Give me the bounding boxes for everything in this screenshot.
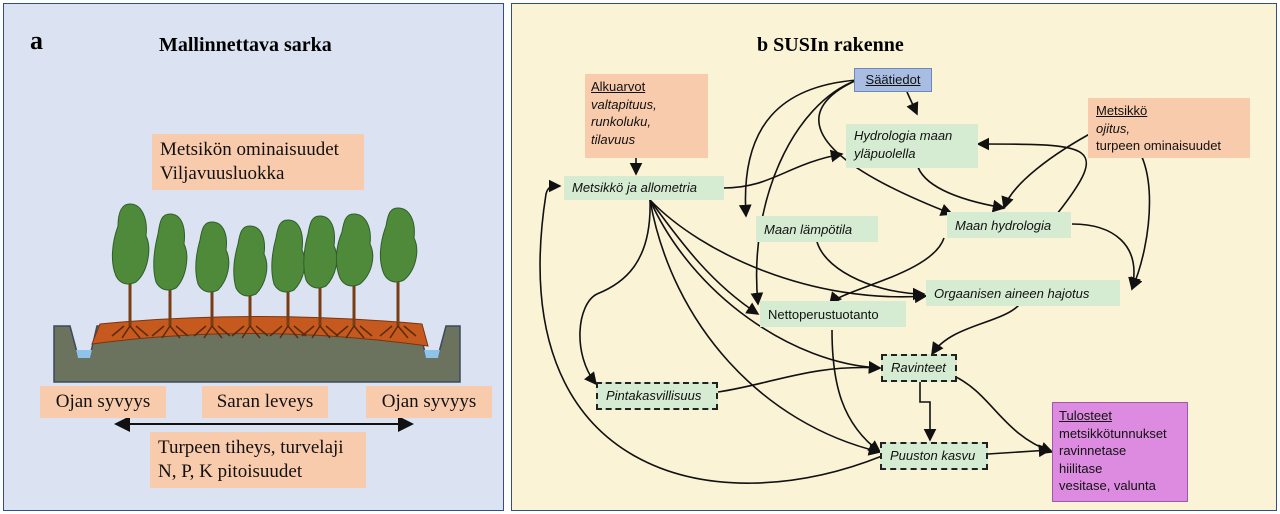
outputs-box: Tulosteet metsikkötunnukset ravinnetase … — [1052, 402, 1188, 502]
initial-value-height: valtapituus, — [591, 96, 657, 112]
hydrology-above-line-1: Hydrologia maan — [854, 128, 953, 143]
arrow-soil-hydro-to-decomp — [1071, 223, 1141, 291]
arrow-weather-to-soil-temp — [738, 79, 858, 218]
peat-layer — [91, 316, 429, 347]
arrow-tree-growth-feedback — [539, 179, 883, 484]
stand-allometry-node: Metsikkö ja allometria — [564, 176, 724, 200]
arrow-allometry-to-decomp — [649, 199, 928, 304]
initial-values-heading: Alkuarvot — [591, 79, 646, 94]
stand-input-heading: Metsikkö — [1096, 103, 1148, 118]
stand-properties-line: Metsikön ominaisuudet — [160, 139, 339, 160]
output-water-balance: vesitase, valunta — [1059, 478, 1156, 494]
initial-value-volume: tilavuus — [591, 131, 636, 147]
soil-hydrology-node: Maan hydrologia — [947, 212, 1071, 238]
arrow-allometry-to-tree-growth — [649, 199, 882, 456]
strip-width-label: Saran leveys — [202, 386, 328, 418]
stand-input-box: Metsikkö ojitus, turpeen ominaisuudet — [1088, 98, 1250, 158]
arrow-decomp-to-nutrients — [931, 303, 1021, 356]
tree-growth-node: Puuston kasvu — [880, 442, 988, 470]
arrow-tree-growth-to-outputs — [987, 444, 1052, 458]
model-flow-arrows — [539, 79, 1151, 484]
net-primary-production-node: Nettoperustuotanto — [760, 301, 906, 327]
arrow-weather-to-npp — [750, 79, 858, 306]
trees — [111, 203, 418, 339]
panel-b: b SUSIn rakenne Alkuarvot valtapituus, r… — [511, 3, 1277, 511]
arrow-ground-veg-to-nutrients — [717, 360, 882, 393]
initial-value-stem-count: runkoluku, — [591, 114, 651, 130]
fertility-class-line: Viljavuusluokka — [160, 162, 285, 184]
panel-a: a Mallinnettava sarka Metsikön ominaisuu… — [3, 3, 504, 511]
panel-a-title: Mallinnettava sarka — [159, 34, 332, 56]
arrow-allometry-to-nutrients — [649, 199, 882, 374]
arrow-allometry-to-npp — [649, 199, 760, 315]
panel-a-letter: a — [30, 26, 43, 55]
output-stand-characteristics: metsikkötunnukset — [1059, 425, 1167, 441]
nutrients-node: Ravinteet — [881, 354, 957, 382]
arrow-allometry-to-ground-veg — [579, 199, 651, 386]
arrow-soil-hydro-to-npp — [828, 237, 945, 306]
outputs-heading: Tulosteet — [1059, 408, 1112, 423]
weather-data-box: Säätiedot — [854, 68, 932, 92]
initial-values-box: Alkuarvot valtapituus, runkoluku, tilavu… — [585, 74, 708, 158]
soil-temperature-node: Maan lämpötila — [756, 216, 878, 242]
hydrology-above-ground-node: Hydrologia maan yläpuolella — [846, 124, 978, 168]
nutrient-content-line: N, P, K pitoisuudet — [158, 460, 303, 482]
peat-density-line: Turpeen tiheys, turvelaji — [158, 437, 344, 458]
arrow-soil-hydro-to-hydro-above — [976, 137, 1088, 215]
arrow-hydro-above-to-soil-hydro — [916, 163, 1006, 213]
arrow-npp-to-tree-growth — [831, 329, 882, 453]
arrow-nutrients-to-outputs — [953, 375, 1054, 455]
ditch-water-left — [76, 350, 92, 358]
peat-properties-box: Turpeen tiheys, turvelaji N, P, K pitois… — [150, 432, 366, 488]
arrow-soil-temp-to-decomp — [816, 241, 926, 301]
stand-properties-box: Metsikön ominaisuudet Viljavuusluokka — [152, 134, 364, 190]
output-carbon-balance: hiilitase — [1059, 460, 1103, 476]
arrow-weather-to-hydro-above — [906, 91, 919, 116]
hydrology-above-line-2: yläpuolella — [854, 145, 916, 161]
organic-matter-decomposition-node: Orgaanisen aineen hajotus — [926, 280, 1120, 306]
ground-vegetation-node: Pintakasvillisuus — [596, 382, 718, 410]
ditch-depth-left-label: Ojan syvyys — [40, 386, 166, 418]
output-nutrient-balance: ravinnetase — [1059, 443, 1127, 459]
arrow-nutrients-to-tree-growth — [919, 382, 937, 442]
strip-illustration — [53, 203, 461, 432]
ditch-water-right — [424, 350, 440, 358]
arrow-weather-to-soil-hydro — [818, 79, 954, 216]
panel-b-title: b SUSIn rakenne — [757, 34, 904, 56]
ditch-depth-right-label: Ojan syvyys — [366, 386, 492, 418]
stand-input-peat-properties: turpeen ominaisuudet — [1096, 138, 1222, 154]
stand-input-drainage: ojitus, — [1096, 120, 1130, 136]
arrow-stand-input-to-soil-hydro — [1001, 129, 1098, 210]
arrow-allometry-to-hydro-above — [722, 149, 844, 189]
